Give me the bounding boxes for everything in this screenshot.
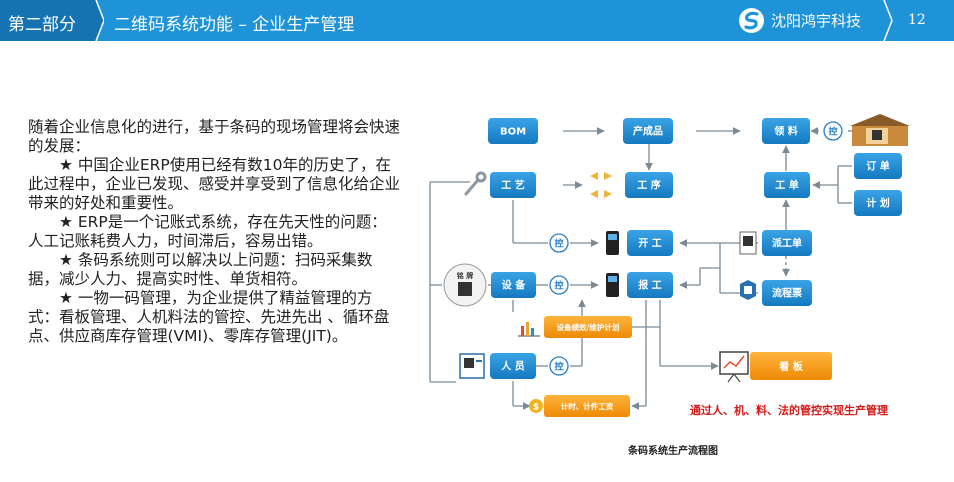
wrench-icon bbox=[464, 171, 487, 196]
node-procedure: 工 序 bbox=[625, 172, 673, 198]
node-label: 看 板 bbox=[779, 360, 803, 373]
chevron-right-icon bbox=[92, 0, 104, 41]
intro-lead: 随着企业信息化的进行，基于条码的现场管理将会快速的发展： bbox=[28, 118, 401, 155]
node-bom: BOM bbox=[488, 118, 538, 144]
connectors bbox=[429, 127, 860, 410]
scanner-icon bbox=[606, 273, 619, 297]
nameplate-label: 铭 牌 bbox=[457, 271, 473, 280]
presentation-board-icon bbox=[719, 351, 749, 383]
svg-text:控: 控 bbox=[828, 126, 837, 138]
node-report-work: 报 工 bbox=[627, 272, 673, 298]
warehouse-icon bbox=[850, 114, 910, 146]
diagram-red-caption: 通过人、机、料、法的管控实现生产管理 bbox=[690, 403, 888, 417]
node-material: 领 料 bbox=[762, 118, 810, 144]
node-label: 设 备 bbox=[502, 279, 526, 292]
intro-bullet: ★ 中国企业ERP使用已经有数10年的历史了，在此过程中，企业已发现、感受并享受… bbox=[28, 156, 401, 212]
cycle-arrows-icon bbox=[590, 172, 612, 198]
control-badge: 控 bbox=[549, 233, 569, 253]
id-card-icon bbox=[459, 353, 485, 379]
nameplate-icon: 铭 牌 bbox=[443, 263, 487, 307]
control-badge: 控 bbox=[549, 356, 569, 376]
page-number: 12 bbox=[908, 12, 926, 28]
node-process-craft: 工 艺 bbox=[490, 172, 536, 198]
node-label: 领 料 bbox=[774, 125, 797, 138]
node-label: 订 单 bbox=[866, 160, 889, 173]
qr-doc-icon bbox=[739, 231, 757, 255]
brand-name: 沈阳鸿宇科技 bbox=[771, 12, 862, 30]
node-start-work: 开 工 bbox=[627, 230, 673, 256]
node-label: 计时、计件工资 bbox=[561, 401, 614, 411]
node-label: 设备绩效/维护计划 bbox=[557, 322, 620, 332]
coin-icon: $ bbox=[529, 399, 543, 413]
node-label: 报 工 bbox=[638, 279, 661, 292]
node-label: 计 划 bbox=[866, 197, 889, 210]
node-label: 人 员 bbox=[501, 360, 524, 373]
section-label: 第二部分 bbox=[8, 15, 76, 35]
section-tab: 第二部分 bbox=[0, 0, 92, 41]
node-product: 产成品 bbox=[623, 118, 673, 144]
chevron-right-icon bbox=[883, 0, 893, 41]
page-title: 二维码系统功能 – 企业生产管理 bbox=[114, 15, 355, 35]
qr-badge-icon bbox=[740, 280, 756, 300]
node-label: 开 工 bbox=[638, 238, 661, 250]
node-label: 产成品 bbox=[633, 125, 663, 138]
node-wage: 计时、计件工资 bbox=[544, 395, 630, 417]
node-order: 订 单 bbox=[854, 153, 902, 179]
node-label: BOM bbox=[500, 127, 526, 138]
diagram-figure-caption: 条码系统生产流程图 bbox=[627, 444, 718, 457]
svg-text:控: 控 bbox=[554, 280, 563, 292]
scanner-icon bbox=[606, 231, 619, 255]
svg-text:控: 控 bbox=[554, 361, 563, 373]
node-work-order: 工 单 bbox=[764, 172, 810, 198]
control-badge: 控 bbox=[823, 121, 843, 141]
intro-bullet: ★ 一物一码管理，为企业提供了精益管理的方式：看板管理、人机料法的管控、先进先出… bbox=[28, 289, 390, 345]
node-label: 工 单 bbox=[775, 179, 798, 192]
svg-text:控: 控 bbox=[554, 238, 563, 250]
brand: 沈阳鸿宇科技 bbox=[738, 7, 861, 34]
intro-bullet: ★ ERP是一个记账式系统，存在先天性的问题：人工记账耗费人力，时间滞后，容易出… bbox=[28, 213, 387, 250]
node-label: 流程票 bbox=[772, 287, 802, 300]
header-bar: 第二部分 二维码系统功能 – 企业生产管理 沈阳鸿宇科技 12 bbox=[0, 0, 954, 41]
control-badge: 控 bbox=[549, 275, 569, 295]
brand-logo-icon bbox=[739, 8, 764, 33]
svg-text:$: $ bbox=[533, 403, 539, 413]
bar-chart-icon bbox=[518, 322, 540, 337]
node-label: 工 序 bbox=[637, 179, 660, 192]
intro-bullet: ★ 条码系统则可以解决以上问题：扫码采集数据，减少人力、提高实时性、单货相符。 bbox=[28, 251, 373, 288]
node-equipment: 设 备 bbox=[491, 272, 536, 298]
node-flow-card: 流程票 bbox=[762, 280, 812, 306]
node-equip-plan: 设备绩效/维护计划 bbox=[544, 316, 632, 338]
node-label: 工 艺 bbox=[501, 179, 524, 192]
intro-text: 随着企业信息化的进行，基于条码的现场管理将会快速的发展： ★ 中国企业ERP使用… bbox=[28, 118, 400, 346]
node-staff: 人 员 bbox=[490, 353, 536, 379]
node-kanban: 看 板 bbox=[750, 352, 832, 380]
node-plan: 计 划 bbox=[854, 190, 902, 216]
node-label: 派工单 bbox=[772, 237, 802, 250]
node-dispatch: 派工单 bbox=[762, 230, 812, 256]
